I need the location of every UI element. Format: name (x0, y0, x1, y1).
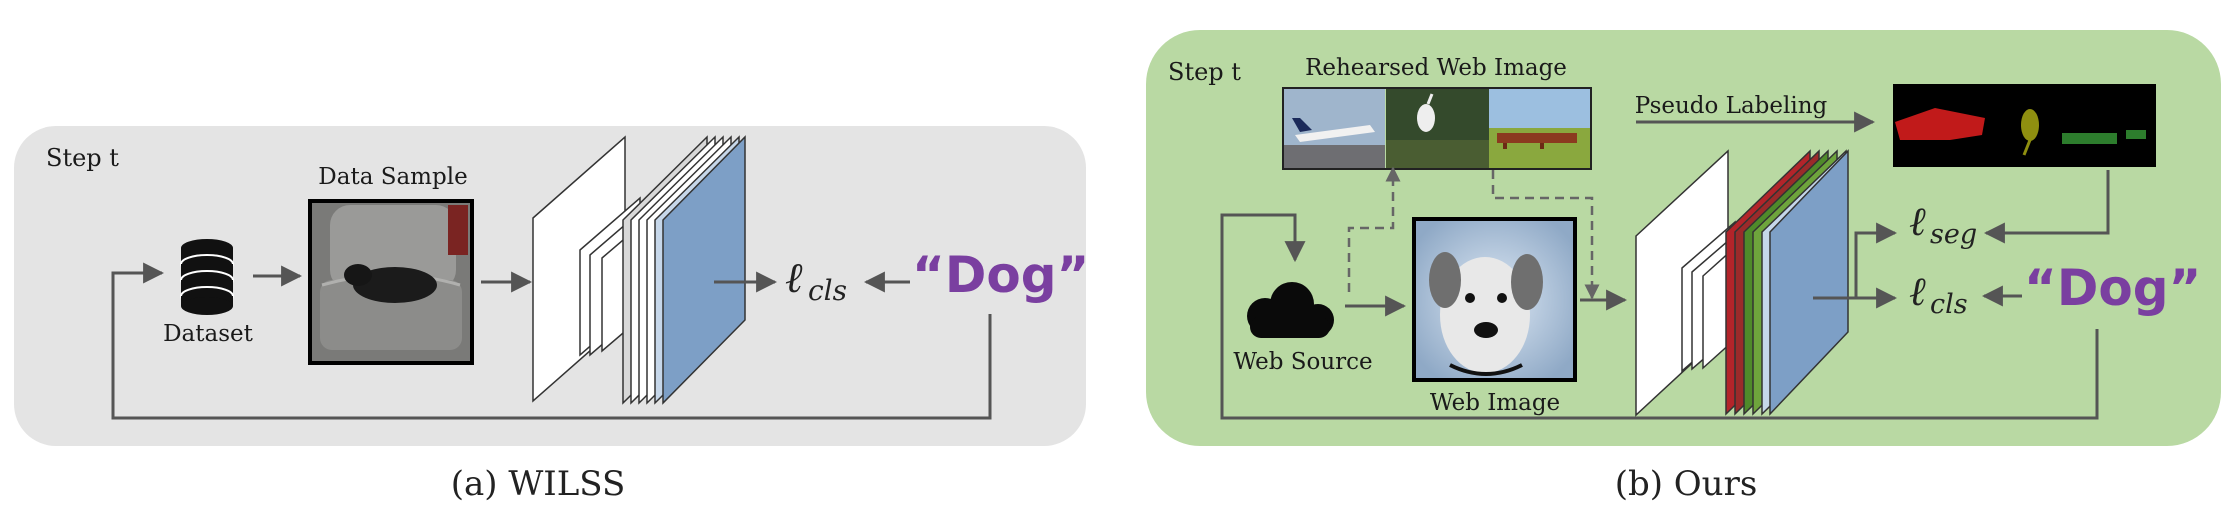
arrows-a (111, 262, 992, 420)
web-source-label: Web Source (1233, 349, 1372, 375)
panel-a-caption: (a) WILSS (451, 464, 626, 504)
loss-cls-symbol-a: ℓ (785, 253, 803, 302)
loss-seg-subscript: seg (1930, 219, 1977, 250)
panel-a: Step t Dataset Data Sample (14, 126, 1089, 504)
rehearsed-web-images (1282, 87, 1592, 170)
panel-b-step-label: Step t (1168, 58, 1241, 86)
loss-cls-symbol-b: ℓ (1909, 269, 1926, 315)
segmentation-map (1893, 84, 2156, 167)
arrows-b (1220, 111, 2110, 420)
loss-seg-symbol: ℓ (1909, 199, 1926, 245)
loss-cls-subscript-b: cls (1930, 289, 1968, 320)
web-image (1412, 217, 1577, 382)
network-b (1635, 149, 1849, 417)
airplane-image (1283, 88, 1385, 169)
dashed-arrows-b (1347, 166, 1600, 300)
panel-b: Step t Rehearsed Web Image (1146, 30, 2221, 504)
web-image-label: Web Image (1430, 390, 1560, 416)
class-label-dog-b: “Dog” (2024, 259, 2201, 317)
panel-b-caption: (b) Ours (1615, 464, 1758, 504)
class-label-dog-a: “Dog” (912, 246, 1089, 304)
dataset-label: Dataset (163, 321, 254, 347)
cattle-image (1489, 88, 1591, 169)
database-icon (180, 239, 234, 315)
data-sample-label: Data Sample (318, 164, 467, 190)
network-a (532, 135, 746, 405)
pseudo-labeling-label: Pseudo Labeling (1635, 93, 1828, 119)
data-sample-image (308, 199, 474, 365)
rehearsed-web-image-label: Rehearsed Web Image (1305, 55, 1567, 81)
cloud-icon (1247, 282, 1334, 338)
egret-image (1386, 88, 1489, 169)
loss-cls-subscript-a: cls (808, 274, 847, 307)
panel-a-step-label: Step t (46, 144, 119, 172)
